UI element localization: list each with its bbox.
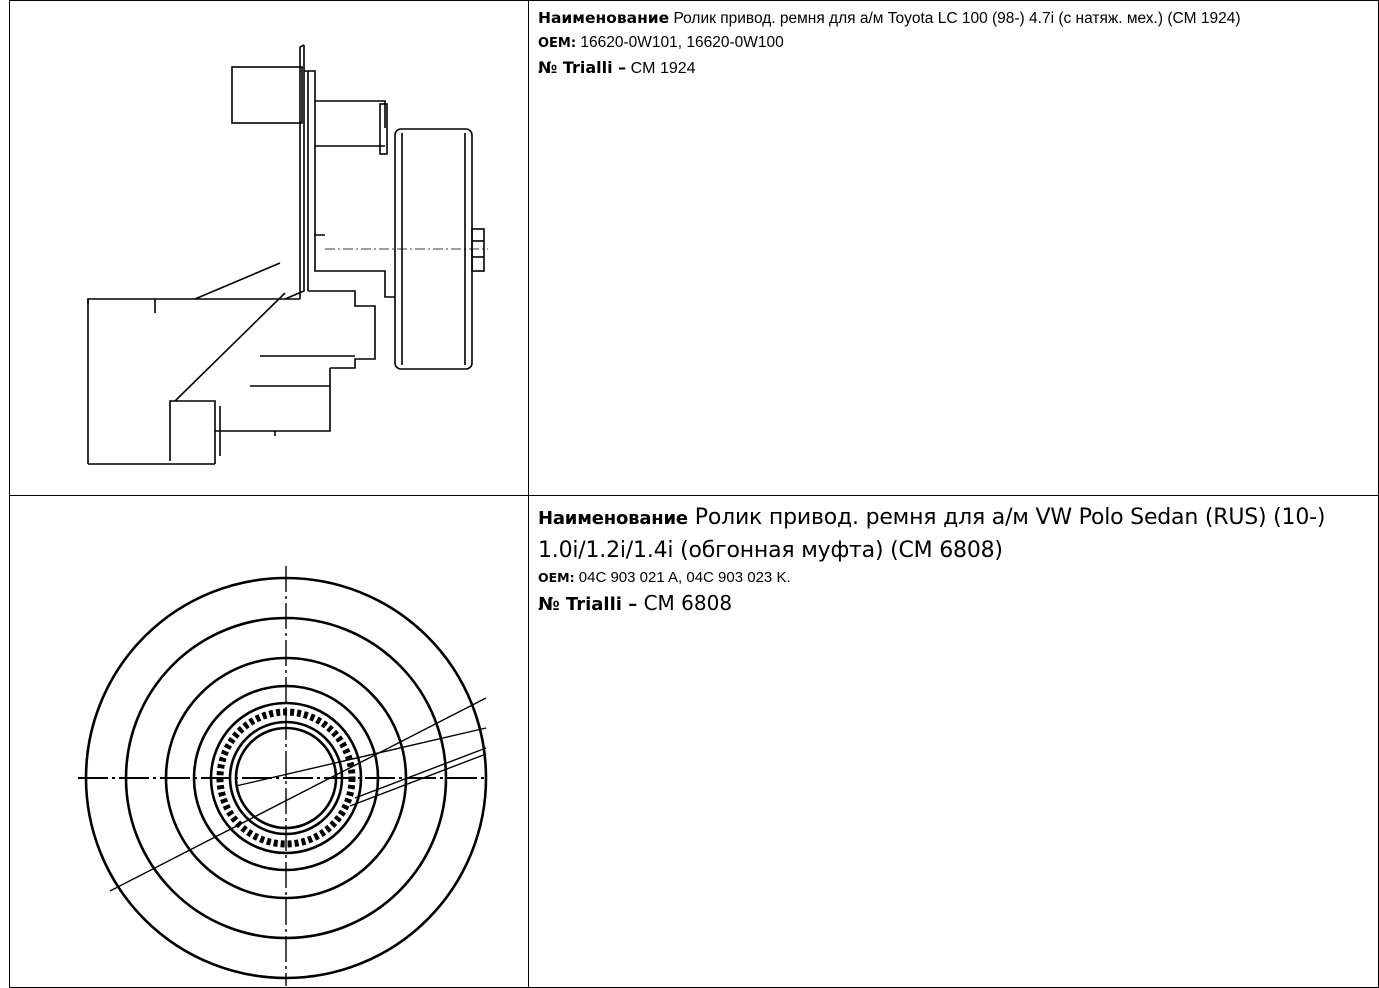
product-description-cell: Наименование Ролик привод. ремня для а/м… bbox=[528, 0, 1379, 496]
product-oem: OEM: 04C 903 021 A, 04C 903 023 K. bbox=[538, 568, 1378, 588]
product-name: Наименование Ролик привод. ремня для а/м… bbox=[538, 7, 1378, 30]
name-text: Ролик привод. ремня для а/м Toyota LC 10… bbox=[673, 10, 1241, 27]
product-name: Наименование Ролик привод. ремня для а/м… bbox=[538, 502, 1378, 567]
pulley-drawing-icon bbox=[78, 566, 488, 986]
oem-text: 16620-0W101, 16620-0W100 bbox=[580, 34, 784, 51]
tensioner-drawing-icon bbox=[87, 44, 488, 465]
name-label: Наименование bbox=[538, 9, 670, 27]
trialli-label: № Trialli – bbox=[538, 594, 638, 615]
trialli-text: CM 1924 bbox=[630, 60, 696, 77]
oem-label: OEM: bbox=[538, 36, 577, 51]
oem-text: 04C 903 021 A, 04C 903 023 K. bbox=[578, 569, 791, 586]
product-description-cell: Наименование Ролик привод. ремня для а/м… bbox=[528, 495, 1379, 988]
trialli-label: № Trialli – bbox=[538, 58, 627, 77]
product-image-cell bbox=[9, 0, 529, 496]
name-label: Наименование bbox=[538, 508, 688, 529]
product-image-cell bbox=[9, 495, 529, 988]
oem-label: OEM: bbox=[538, 570, 575, 585]
catalog-table: Наименование Ролик привод. ремня для а/м… bbox=[9, 0, 1379, 988]
product-trialli-number: № Trialli – CM 1924 bbox=[538, 57, 1378, 80]
product-trialli-number: № Trialli – CM 6808 bbox=[538, 588, 1378, 620]
trialli-text: CM 6808 bbox=[643, 591, 733, 615]
product-oem: OEM: 16620-0W101, 16620-0W100 bbox=[538, 32, 1378, 55]
product-row: Наименование Ролик привод. ремня для а/м… bbox=[9, 0, 1379, 496]
name-text: Ролик привод. ремня для а/м VW Polo Seda… bbox=[538, 505, 1326, 563]
product-row: Наименование Ролик привод. ремня для а/м… bbox=[9, 495, 1379, 988]
